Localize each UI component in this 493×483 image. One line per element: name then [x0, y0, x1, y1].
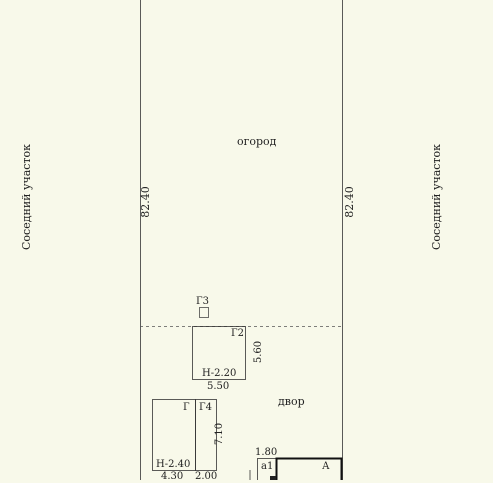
a-name: А	[322, 461, 330, 472]
porch-mark	[270, 476, 276, 480]
a1-width: 1.80	[255, 447, 278, 458]
building-g4	[195, 399, 217, 471]
right-neighbor-label: Соседний участок	[430, 143, 443, 250]
g2-width: 5.50	[207, 381, 230, 392]
building-a	[275, 457, 343, 480]
garden-label: огород	[237, 135, 277, 148]
g2-depth: 5.60	[253, 340, 264, 364]
left-length-label: 82.40	[139, 186, 152, 218]
g3-name: Г3	[196, 296, 209, 307]
g-width: 4.30	[161, 471, 184, 482]
g4-depth: 7.10	[214, 422, 225, 446]
building-g2	[192, 326, 246, 380]
g4-name: Г4	[199, 402, 212, 413]
g-height: Н-2.40	[156, 459, 191, 470]
right-length-label: 82.40	[343, 186, 356, 218]
g4-width: 2.00	[195, 471, 218, 482]
g2-height: Н-2.20	[202, 368, 237, 379]
g-name: Г	[183, 402, 190, 413]
a1-name: а1	[261, 461, 274, 472]
yard-label: двор	[278, 395, 305, 408]
g2-name: Г2	[231, 328, 244, 339]
left-neighbor-label: Соседний участок	[20, 143, 33, 250]
building-g3	[199, 307, 209, 318]
